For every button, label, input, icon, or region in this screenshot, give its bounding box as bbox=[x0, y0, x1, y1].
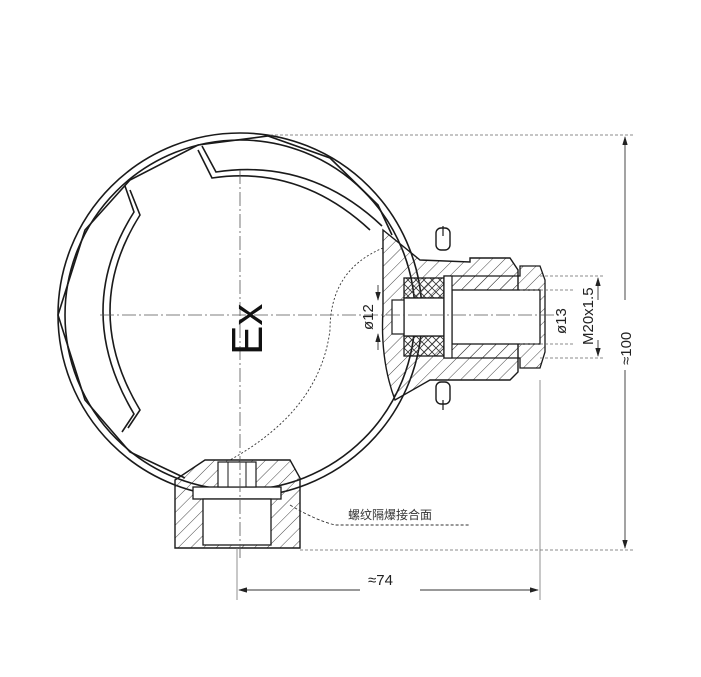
svg-text:≈100: ≈100 bbox=[618, 332, 635, 365]
dimension-width: ≈74 bbox=[236, 380, 541, 600]
cable-entry-section bbox=[381, 226, 546, 410]
svg-text:M20x1.5: M20x1.5 bbox=[580, 287, 597, 345]
ex-mark: Ex bbox=[223, 304, 272, 355]
svg-text:ø12: ø12 bbox=[360, 304, 377, 330]
dimension-outlet: ø13 bbox=[520, 289, 575, 345]
dimension-bore: ø12 bbox=[360, 285, 381, 350]
svg-text:ø13: ø13 bbox=[553, 308, 570, 334]
svg-text:≈74: ≈74 bbox=[368, 572, 393, 589]
dimension-thread: M20x1.5 bbox=[540, 275, 605, 359]
dimension-height: ≈100 bbox=[270, 134, 635, 551]
center-lines bbox=[100, 170, 560, 560]
svg-text:螺纹隔爆接合面: 螺纹隔爆接合面 bbox=[348, 507, 432, 522]
bottom-threaded-boss bbox=[174, 459, 301, 549]
thread-joint-annotation: 螺纹隔爆接合面 bbox=[289, 504, 470, 526]
